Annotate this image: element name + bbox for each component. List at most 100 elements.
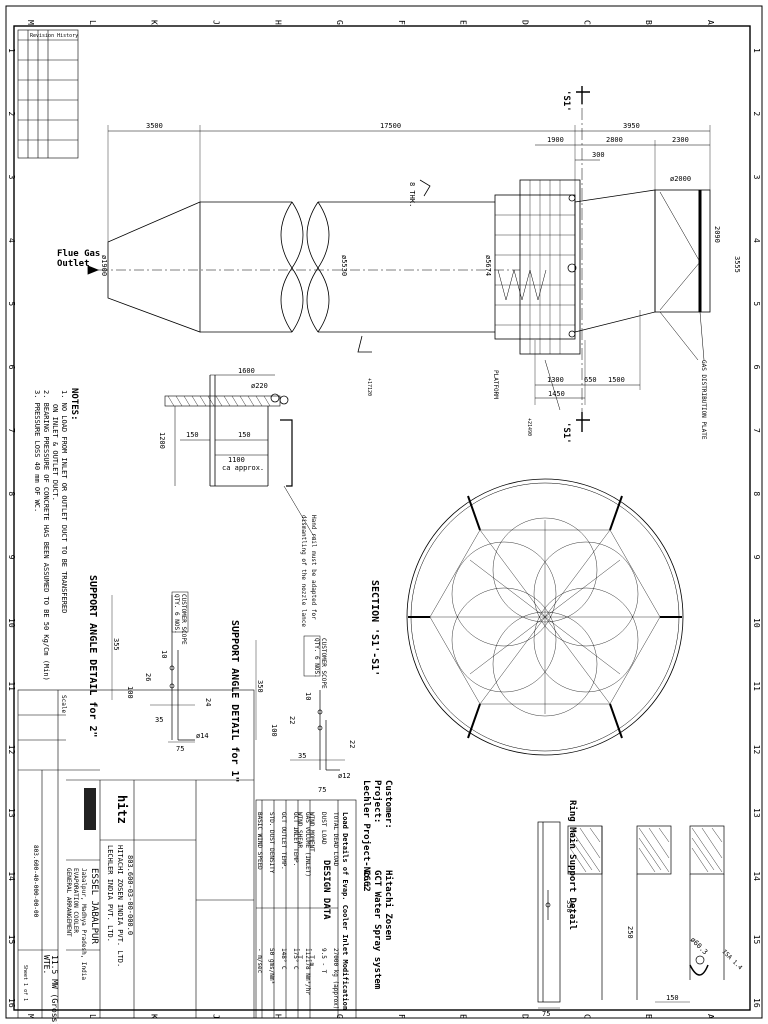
zone-letter-bottom-L: L: [88, 1014, 97, 1019]
support-1-title: SUPPORT ANGLE DETAIL for 1": [229, 620, 240, 783]
zone-number-left-1: 1: [7, 48, 16, 53]
zone-number-right-6: 6: [752, 365, 761, 370]
dim-1500: 1500: [608, 376, 625, 384]
dia-1900: ø1900: [100, 255, 108, 276]
design-row-label: GCT OUTLET TEMP.: [280, 812, 287, 870]
flue-gas-outlet-1: Flue Gas: [57, 249, 100, 259]
title-block: [17, 689, 255, 1019]
support-2-355: 355: [112, 638, 120, 651]
dia-2000: ø2000: [670, 175, 691, 183]
ring-main-350: 350: [565, 900, 573, 913]
design-row-value: 175° C: [292, 948, 299, 970]
revision-history-title: Revision History: [30, 33, 78, 39]
revision-history-table: [17, 29, 79, 159]
zone-number-right-16: 16: [752, 998, 761, 1008]
support-2-24: 24: [204, 698, 212, 706]
support-2-35: 35: [155, 716, 163, 724]
support-angle-1in-labels: SUPPORT ANGLE DETAIL for 1" CUSTOMER SCO…: [229, 620, 356, 794]
zone-number-left-8: 8: [7, 491, 16, 496]
zone-number-right-5: 5: [752, 301, 761, 306]
load-row-label: WIND SHEAR: [296, 812, 303, 849]
zone-number-left-9: 9: [7, 555, 16, 560]
support-2-26: 26: [144, 673, 152, 681]
zone-number-right-12: 12: [752, 745, 761, 755]
load-row-value: 27000 kg (approx): [332, 948, 339, 1009]
main-elevation-view: [87, 86, 711, 432]
ring-main-labels: Ring Main Support Detail 350 250 ø60.3 1…: [542, 800, 744, 1018]
zone-letter-top-M: M: [26, 20, 35, 25]
dim-2090: 2090: [713, 226, 721, 243]
zone-letter-top-F: F: [397, 20, 406, 25]
zone-number-right-10: 10: [752, 618, 761, 628]
load-row-value: - T: [296, 948, 303, 959]
load-details-title: Load Details of Evap. Cooler Inlet Modif…: [341, 812, 349, 1010]
zone-letter-top-K: K: [150, 20, 159, 25]
support-2-100: 100: [126, 686, 134, 699]
zone-letter-bottom-K: K: [150, 1014, 159, 1019]
load-design-table: [255, 799, 357, 1019]
section-title: SECTION 'S1'-S1': [369, 580, 380, 676]
design-data-title: DESIGN DATA: [321, 860, 331, 920]
company-name: HITACHI ZOSEN INDIA PVT. LTD.: [116, 845, 124, 967]
dim-1100: 1100: [228, 456, 245, 464]
client-location: Jabalpur, Madhya Pradesh, India: [80, 868, 87, 980]
sheet-label: Sheet 1 of 1: [22, 965, 28, 1001]
support-2-title: SUPPORT ANGLE DETAIL for 2": [87, 575, 98, 738]
zone-letter-top-A: A: [706, 20, 715, 25]
gas-distribution-label: GAS DISTRIBUTION PLATE: [700, 360, 707, 440]
dim-3555: 3555: [733, 256, 741, 273]
load-row-value: 9.5 - T: [320, 948, 327, 974]
design-row-label: STD. DUST DENSITY: [268, 812, 275, 874]
notes-title: NOTES:: [69, 388, 79, 421]
zone-letter-top-D: D: [521, 20, 530, 25]
dia-220: ø220: [251, 382, 268, 390]
client-name: ESSEL JABALPUR: [89, 868, 99, 944]
support-2-10: 10: [160, 650, 168, 658]
zone-number-right-9: 9: [752, 555, 761, 560]
drawing-frame: [5, 5, 763, 1019]
project-info: Customer: Hitachi Zosen Project: GCT Wat…: [361, 780, 394, 990]
dim-150-b: 150: [238, 431, 251, 439]
zone-number-right-11: 11: [752, 681, 761, 691]
zone-number-left-6: 6: [7, 365, 16, 370]
support-1-75: 75: [318, 786, 326, 794]
zone-number-left-5: 5: [7, 301, 16, 306]
notes-line-3: 2. BEARING PRESSURE OF CONCRETE HAS BEEN…: [42, 390, 50, 681]
dim-2300: 2300: [672, 136, 689, 144]
design-row-value: - m/sec: [256, 948, 263, 974]
project-value: GCT Water Spray system: [372, 870, 382, 990]
elevation-2: +21490: [526, 418, 532, 436]
section-mark-bottom: 'S1': [561, 422, 571, 444]
dim-300: 300: [592, 151, 605, 159]
support-1-100: 100: [270, 724, 278, 737]
scale-label: Scale: [60, 695, 67, 713]
support-1-35: 35: [298, 752, 306, 760]
zone-letter-top-G: G: [335, 20, 344, 25]
support-2-14: ø14: [196, 732, 209, 740]
elevation-1: +17120: [366, 378, 372, 396]
dim-1200: 1200: [158, 432, 166, 449]
customer-value: Hitachi Zosen: [383, 870, 394, 940]
customer-label: Customer:: [383, 780, 393, 829]
company-logo: hitz: [115, 795, 129, 824]
zone-letter-bottom-E: E: [459, 1014, 468, 1019]
dim-150-a: 150: [186, 431, 199, 439]
zone-letter-bottom-J: J: [211, 1014, 220, 1019]
design-row-label: BASIC WIND SPEED: [256, 812, 263, 870]
dim-3500: 3500: [146, 122, 163, 130]
load-row-label: DUST LOAD: [320, 812, 327, 845]
capacity-2: WTE.: [42, 955, 51, 974]
zone-letter-bottom-G: G: [335, 1014, 344, 1019]
dim-17500: 17500: [380, 122, 401, 130]
section-s1-view: [406, 478, 684, 756]
zone-letter-top-H: H: [273, 20, 282, 25]
notes-line-1: 1. NO LOAD FROM INLET OR OUTLET DUCT TO …: [60, 390, 68, 613]
lechler-company: LECHLER INDIA PVT. LTD.: [106, 845, 114, 942]
zone-number-left-12: 12: [7, 745, 16, 755]
zone-number-left-2: 2: [7, 111, 16, 116]
